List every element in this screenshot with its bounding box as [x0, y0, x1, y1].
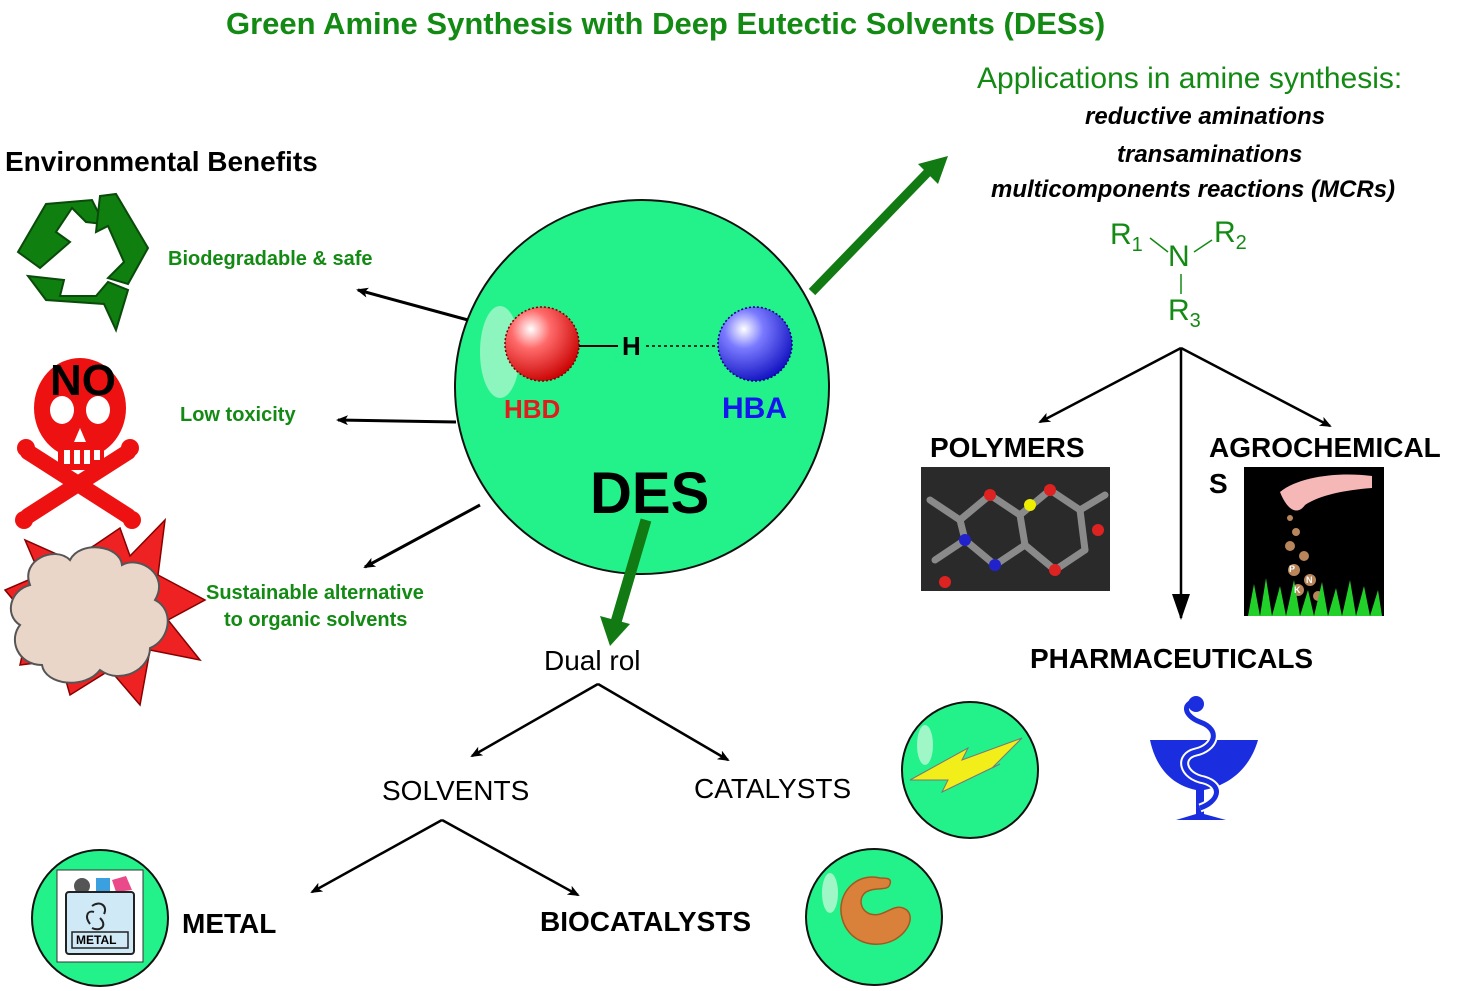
page-title: Green Amine Synthesis with Deep Eutectic… [226, 6, 1106, 41]
environmental-benefits-heading: Environmental Benefits [5, 146, 318, 177]
amine-r1: R1 [1110, 218, 1143, 256]
arrow-to-low-toxicity [336, 415, 457, 426]
arrow-to-catalysts [597, 682, 730, 762]
agrochemicals-image [1244, 467, 1384, 616]
application-item-reductive: reductive aminations [1085, 103, 1326, 130]
metal-label: METAL [182, 908, 277, 939]
benefit-biodegradable: Biodegradable & safe [168, 248, 373, 270]
amine-n: N [1168, 240, 1190, 273]
pharma-arrowhead [1172, 594, 1190, 620]
amine-r3: R3 [1168, 294, 1201, 332]
applications-heading: Applications in amine synthesis: [977, 62, 1403, 95]
des-label: DES [590, 461, 710, 526]
hba-sphere [717, 306, 793, 382]
solvents-label: SOLVENTS [382, 775, 530, 806]
metal-bin-icon [65, 876, 135, 955]
enzyme-icon [840, 876, 911, 945]
metal-icon-text: METAL [76, 933, 117, 947]
des-sphere [454, 199, 830, 575]
h-atom-label: H [622, 331, 641, 361]
arrow-to-biodegradable [356, 287, 469, 322]
hbd-label: HBD [504, 394, 561, 424]
hbd-sphere [504, 306, 580, 382]
amine-bond-r1 [1149, 237, 1169, 253]
arrow-to-agrochemicals [1180, 346, 1332, 428]
biocatalysts-label: BIOCATALYSTS [540, 906, 752, 937]
green-arrow-to-dual-rol [600, 518, 652, 646]
dual-rol-label: Dual rol [544, 645, 641, 676]
application-item-mcrs: multicomponents reactions (MCRs) [991, 176, 1396, 203]
catalysts-label: CATALYSTS [694, 773, 852, 804]
arrow-to-solvents [470, 682, 599, 758]
hba-label: HBA [722, 392, 787, 425]
polymers-image [921, 467, 1110, 591]
explosion-icon [3, 517, 207, 707]
agrochemicals-label-line1: AGROCHEMICAL [1209, 432, 1441, 463]
skull-crossbones-icon [15, 358, 141, 529]
pharmaceuticals-label: PHARMACEUTICALS [1030, 643, 1314, 674]
benefit-sustainable-line2: to organic solvents [224, 609, 408, 631]
fertilizer-letter-k: K [1294, 585, 1301, 595]
fertilizer-letter-p: P [1289, 564, 1296, 574]
fertilizer-letter-n: N [1306, 575, 1313, 585]
pharmacy-caduceus-icon [1150, 695, 1258, 820]
benefit-sustainable-line1: Sustainable alternative [206, 582, 424, 604]
agrochemicals-label-line2: S [1209, 468, 1228, 499]
arrow-to-metal [310, 818, 443, 894]
lightning-icon [909, 737, 1023, 794]
arrow-to-polymers [1038, 346, 1182, 424]
no-label: NO [50, 356, 116, 405]
amine-r2: R2 [1214, 216, 1247, 254]
benefit-low-toxicity: Low toxicity [180, 404, 296, 426]
biocatalyst-sphere-highlight [822, 873, 838, 913]
green-arrow-to-applications [808, 156, 948, 296]
catalyst-sphere-highlight [917, 725, 933, 765]
recycle-icon [16, 192, 150, 333]
arrow-to-biocatalysts [441, 818, 580, 897]
application-item-transaminations: transaminations [1117, 141, 1303, 168]
arrow-to-sustainable [363, 503, 481, 569]
amine-bond-r2 [1193, 239, 1213, 253]
polymers-label: POLYMERS [930, 432, 1085, 463]
